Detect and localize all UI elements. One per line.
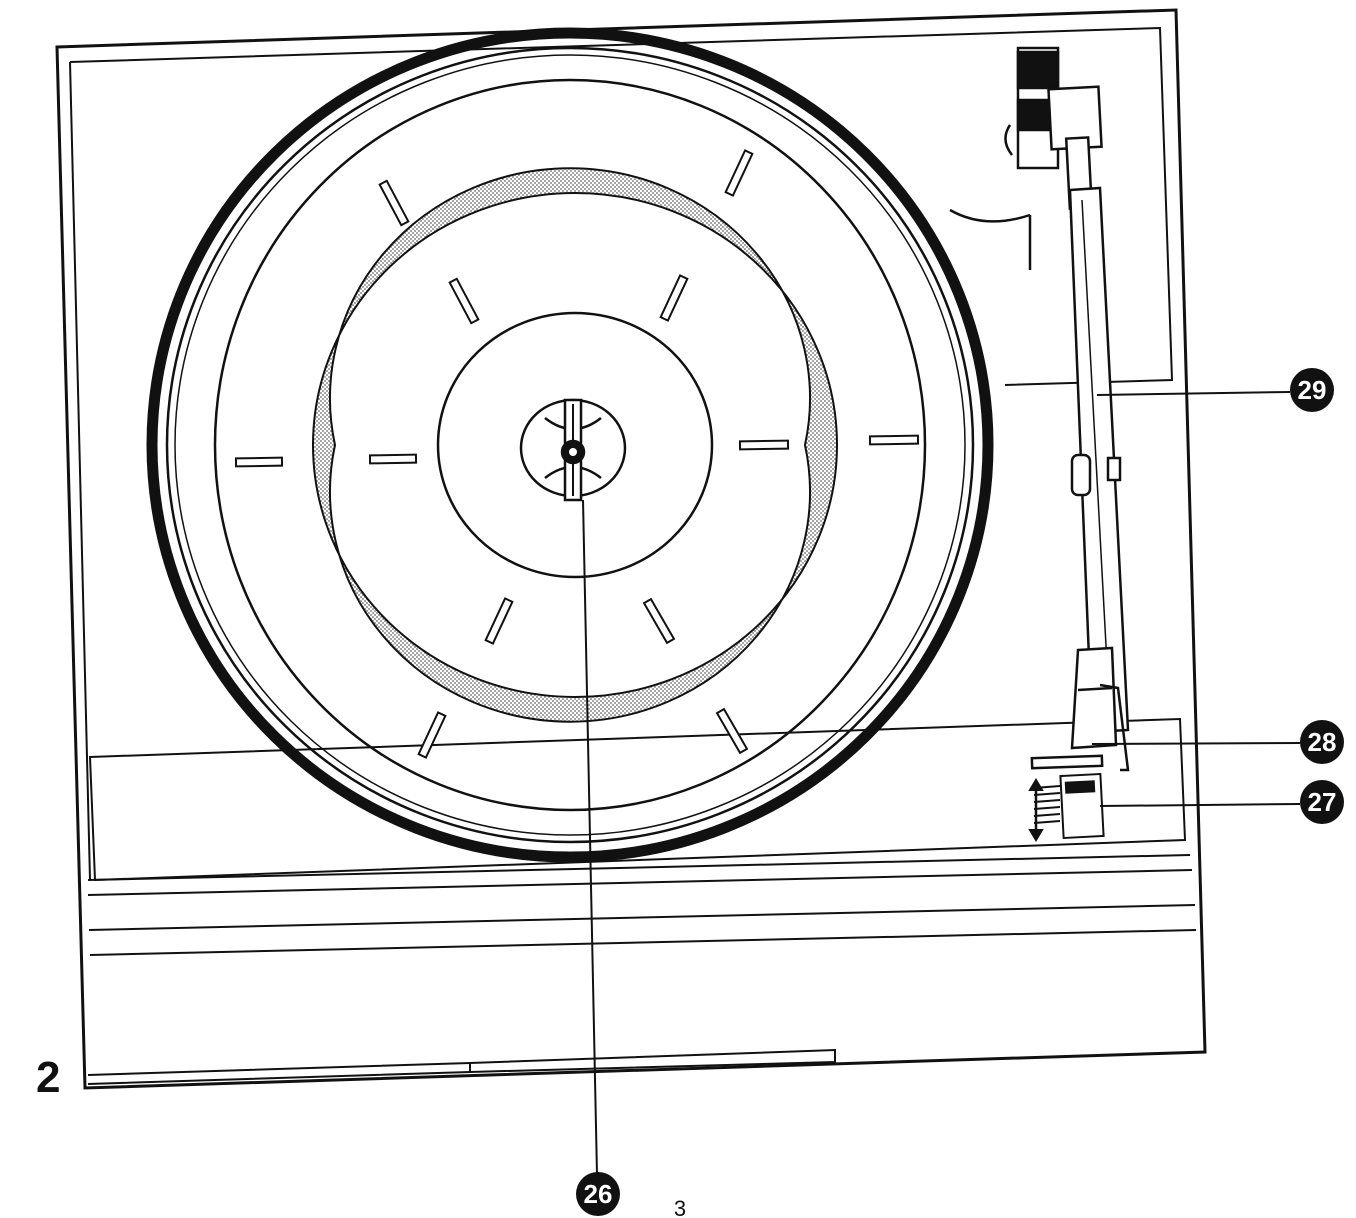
callout-29: 29	[1290, 368, 1334, 412]
page-number: 3	[674, 1196, 686, 1218]
svg-text:29: 29	[1298, 375, 1327, 405]
figure-number: 2	[36, 1053, 60, 1102]
callout-28: 28	[1300, 720, 1344, 764]
svg-text:28: 28	[1308, 727, 1337, 757]
callout-27: 27	[1300, 780, 1344, 824]
platter-mat-ring	[311, 167, 839, 723]
platter-markers	[234, 149, 920, 759]
record-label-area	[436, 311, 714, 579]
svg-text:26: 26	[584, 1179, 613, 1209]
tonearm	[949, 46, 1130, 772]
tonearm-lift-control	[1028, 772, 1105, 842]
svg-text:27: 27	[1308, 787, 1337, 817]
platter	[146, 27, 994, 863]
plinth	[55, 8, 1207, 1090]
centre-spindle-adapter	[519, 398, 627, 502]
leader-lines	[582, 391, 1301, 1176]
callout-26: 26	[576, 1172, 620, 1216]
